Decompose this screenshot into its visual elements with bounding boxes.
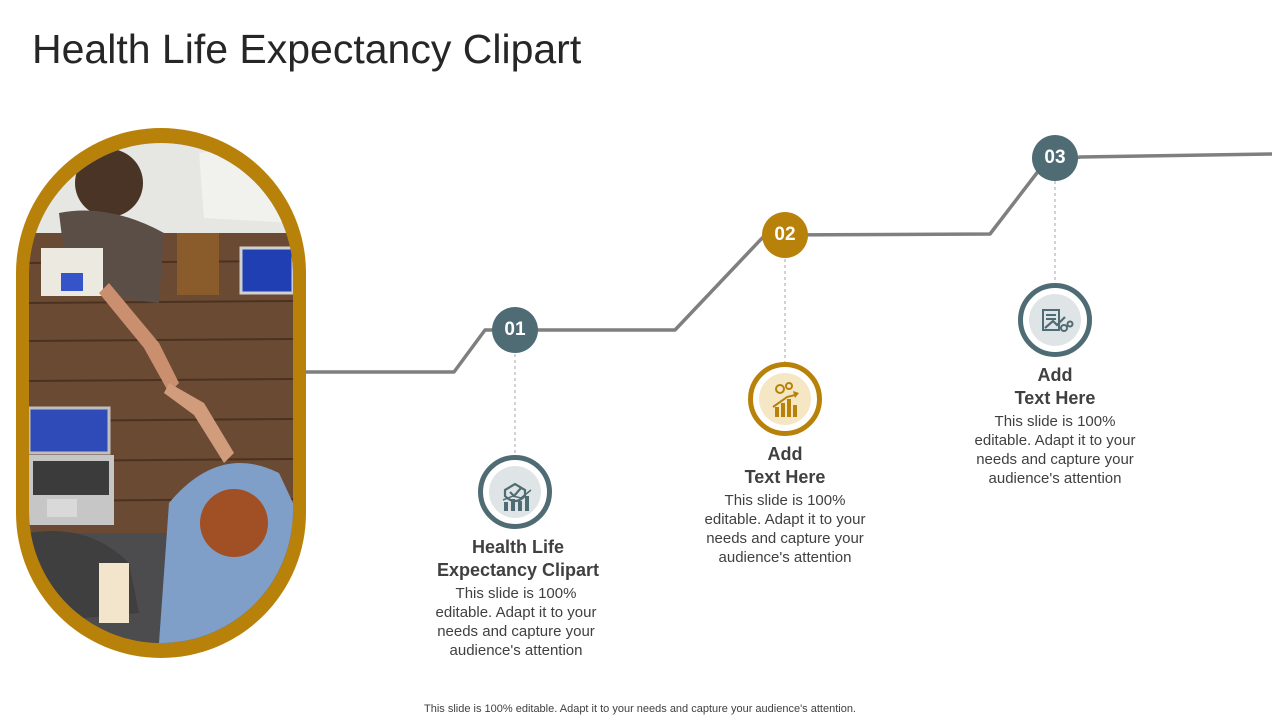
growth-gear-icon [772,382,799,417]
step-2-number-badge: 02 [762,212,808,258]
step-2-description: This slide is 100% editable. Adapt it to… [704,492,866,566]
chart-check-icon [502,482,532,511]
step-1-heading: Health Life Expectancy Clipart [436,537,600,580]
handshake-meeting-photo [29,143,293,643]
photo-frame [16,128,306,658]
strategy-board-icon [1042,309,1074,332]
page-title: Health Life Expectancy Clipart [32,26,582,72]
step-1-icon-ring [478,455,552,529]
step-1-number-badge: 01 [492,307,538,353]
footer-note: This slide is 100% editable. Adapt it to… [424,703,856,715]
step-3-description: This slide is 100% editable. Adapt it to… [974,413,1136,487]
step-3-heading: Add Text Here [1014,365,1096,408]
step-3-icon-ring [1018,283,1092,357]
step-2-icon-ring [748,362,822,436]
step-1-description: This slide is 100% editable. Adapt it to… [435,585,597,659]
step-3-number-badge: 03 [1032,135,1078,181]
step-2-heading: Add Text Here [744,444,826,487]
